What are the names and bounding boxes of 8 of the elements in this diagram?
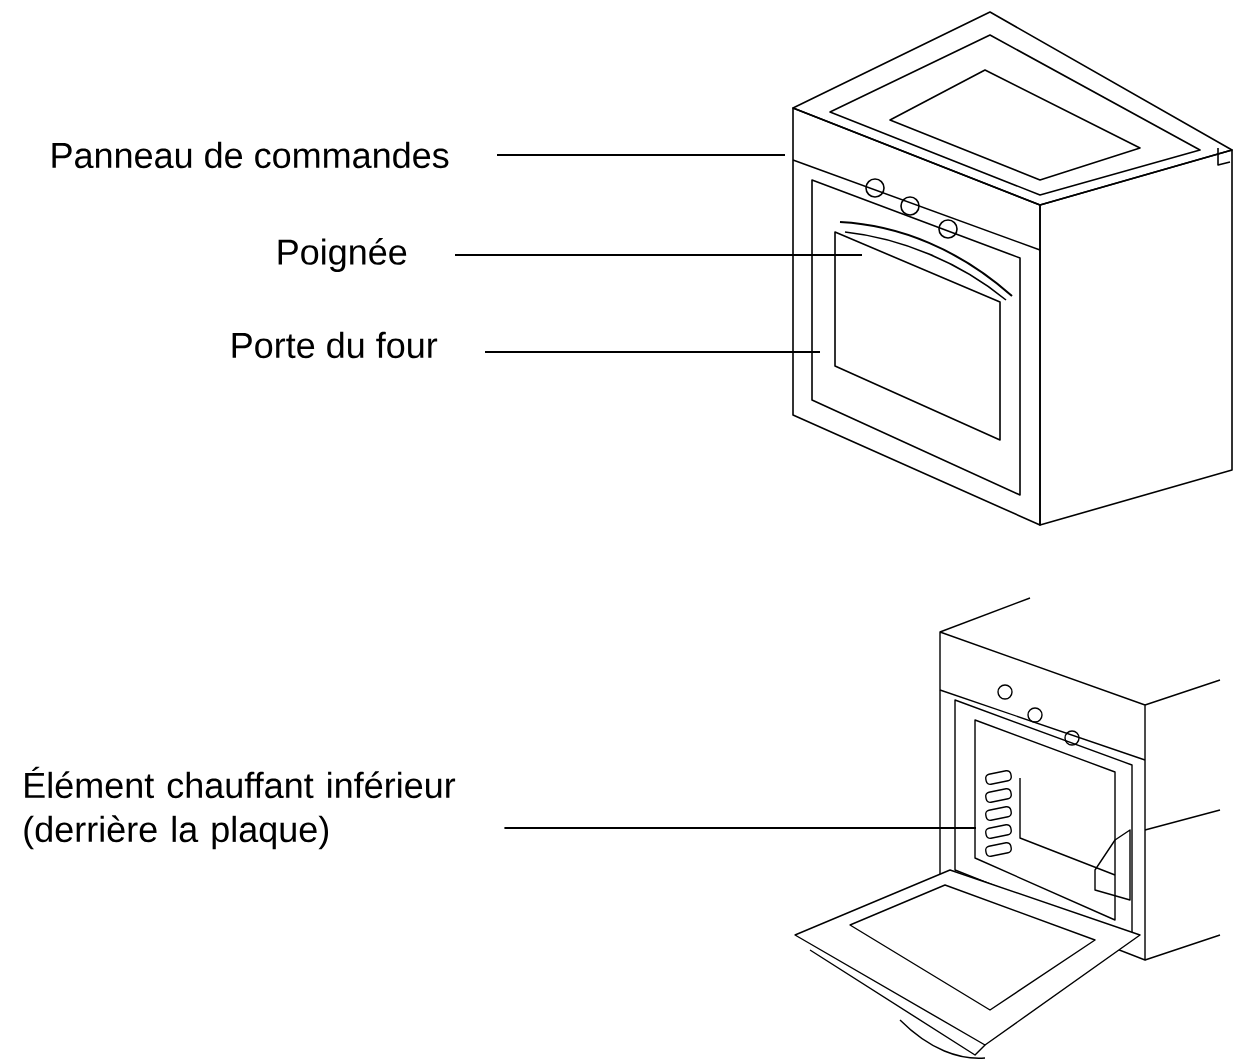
label-text: Porte du four — [232, 331, 438, 359]
label-text: Élément chauffant inférieur (derrière la plaque) — [24, 766, 456, 850]
leader-line — [496, 154, 786, 156]
leader-line — [503, 827, 977, 829]
label-text: Poignée — [278, 238, 407, 272]
leader-line — [484, 351, 821, 353]
leader-line — [454, 254, 863, 256]
label-text: Panneau de commandes — [52, 141, 449, 169]
